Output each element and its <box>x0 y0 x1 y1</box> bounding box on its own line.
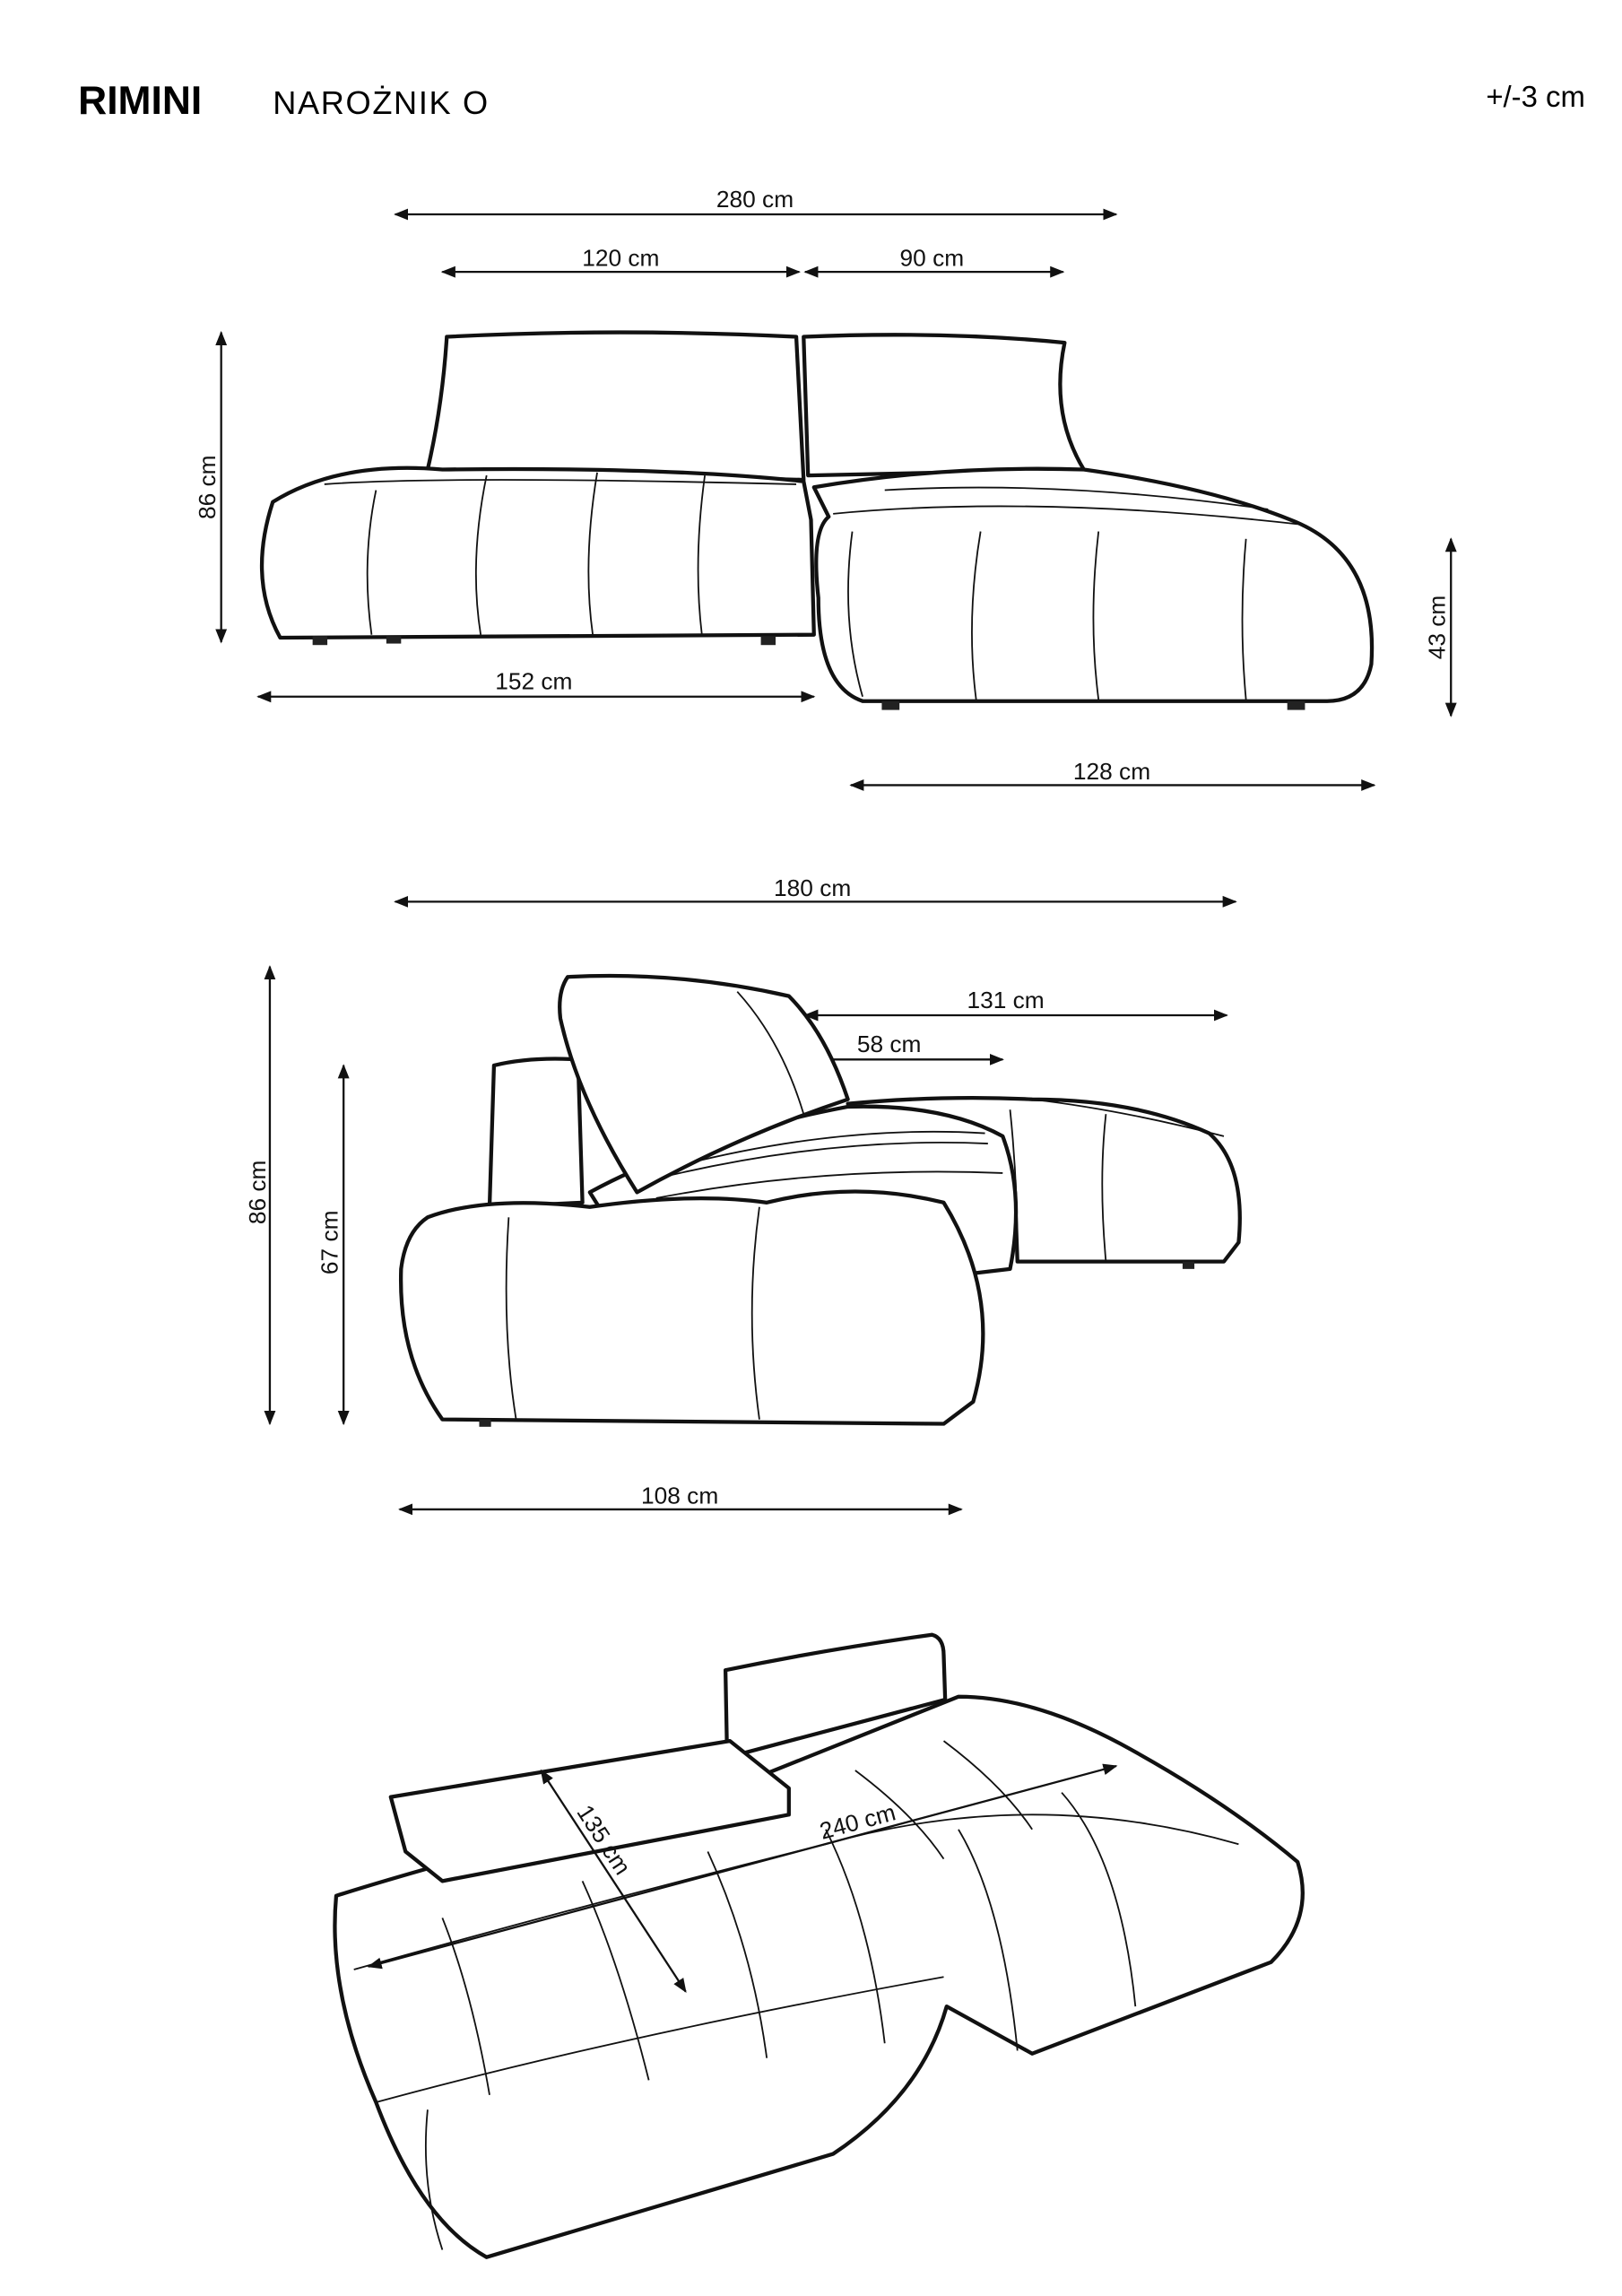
dim-height: 86 cm <box>194 455 221 519</box>
foot <box>312 636 328 646</box>
dim-chaise-depth: 131 cm <box>967 987 1044 1013</box>
left-back-cushion <box>425 330 806 483</box>
dim-left-back: 120 cm <box>582 245 659 272</box>
foot <box>760 636 776 646</box>
side-seat-front <box>398 1189 985 1426</box>
side-view: 180 cm 131 cm 58 cm 86 cm 67 cm 108 cm <box>244 874 1242 1516</box>
side-back-cushion <box>558 973 850 1195</box>
foot <box>881 700 900 710</box>
cushion-seam <box>736 991 805 1115</box>
right-back-cushion <box>802 333 1086 478</box>
dim-chaise-width: 128 cm <box>1073 758 1150 785</box>
dim-armrest-height: 67 cm <box>317 1210 343 1274</box>
model-name: RIMINI <box>78 79 202 123</box>
bed-view: 240 cm 135 cm <box>333 1632 1305 2259</box>
left-seat <box>259 465 816 640</box>
side-seat-seams <box>648 1130 1003 1199</box>
bed-backrest <box>723 1632 948 1755</box>
foot <box>386 636 402 644</box>
dim-seat-height: 43 cm <box>1424 596 1451 660</box>
dim-module-depth: 108 cm <box>641 1482 718 1509</box>
dim-seat-width: 152 cm <box>495 668 572 695</box>
dim-side-height: 86 cm <box>244 1161 271 1225</box>
foot <box>1287 700 1305 710</box>
side-back-frame <box>487 1057 585 1209</box>
front-view: 280 cm 120 cm 90 cm 86 cm 152 cm 43 cm 1… <box>194 186 1457 791</box>
tolerance-note: +/-3 cm <box>1486 80 1585 113</box>
dim-line-bed-length <box>367 1763 1118 1970</box>
dim-right-back: 90 cm <box>900 245 965 272</box>
side-seat-seams-front <box>505 1206 760 1420</box>
dim-seat-depth: 58 cm <box>857 1031 922 1057</box>
dim-total-width: 280 cm <box>716 186 794 213</box>
dim-depth: 180 cm <box>774 874 851 901</box>
chaise-seams <box>833 486 1298 700</box>
chaise <box>811 466 1375 703</box>
left-seat-seams <box>324 472 797 635</box>
foot <box>479 1419 491 1427</box>
product-type: NAROŻNIK O <box>273 84 490 121</box>
dim-line-bed-width <box>540 1769 687 1994</box>
foot <box>1182 1261 1195 1269</box>
